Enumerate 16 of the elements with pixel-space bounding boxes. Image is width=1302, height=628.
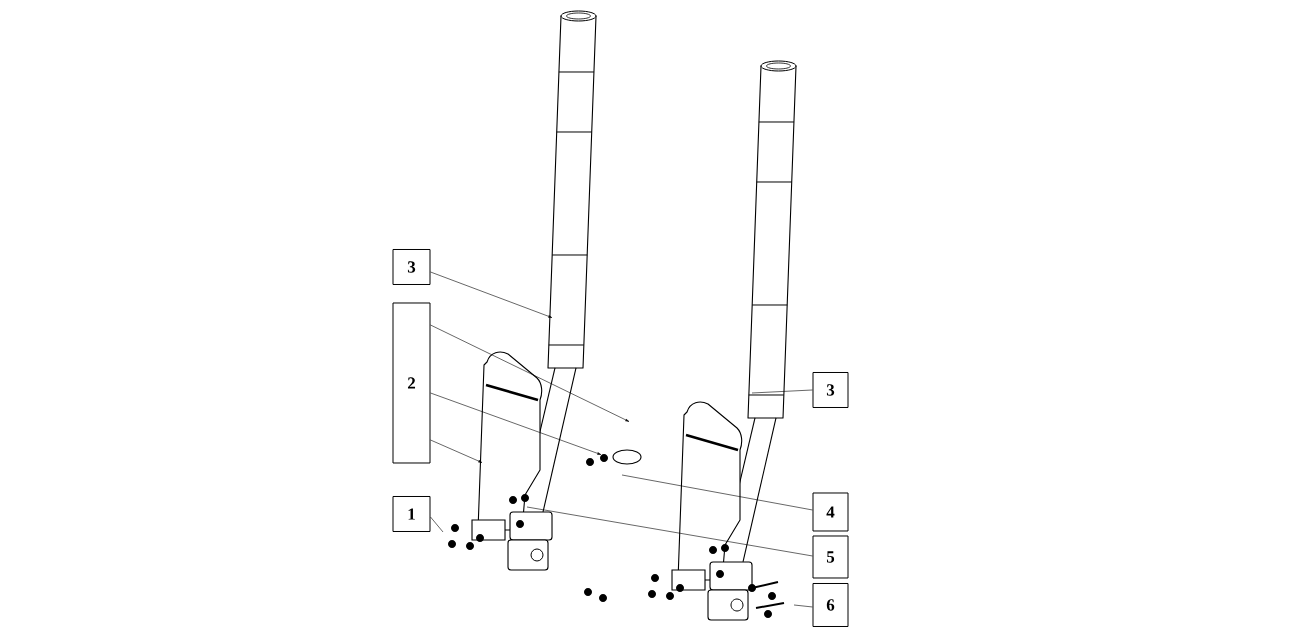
callout-number: 3 [812, 372, 849, 408]
callout-number: 2 [392, 302, 431, 464]
leader-line [526, 506, 813, 557]
leader-line [430, 516, 444, 533]
callout-number: 4 [812, 492, 849, 532]
leader-line [430, 271, 553, 318]
callout-number: 5 [812, 535, 849, 579]
leader-line [430, 392, 602, 455]
callout-number: 6 [812, 583, 849, 627]
callout-number: 3 [392, 249, 431, 285]
leader-line [621, 474, 813, 511]
leader-line [430, 324, 630, 422]
leader-line [793, 604, 813, 608]
callout-number: 1 [392, 496, 431, 532]
leader-line [751, 389, 813, 394]
leader-line [430, 439, 483, 463]
